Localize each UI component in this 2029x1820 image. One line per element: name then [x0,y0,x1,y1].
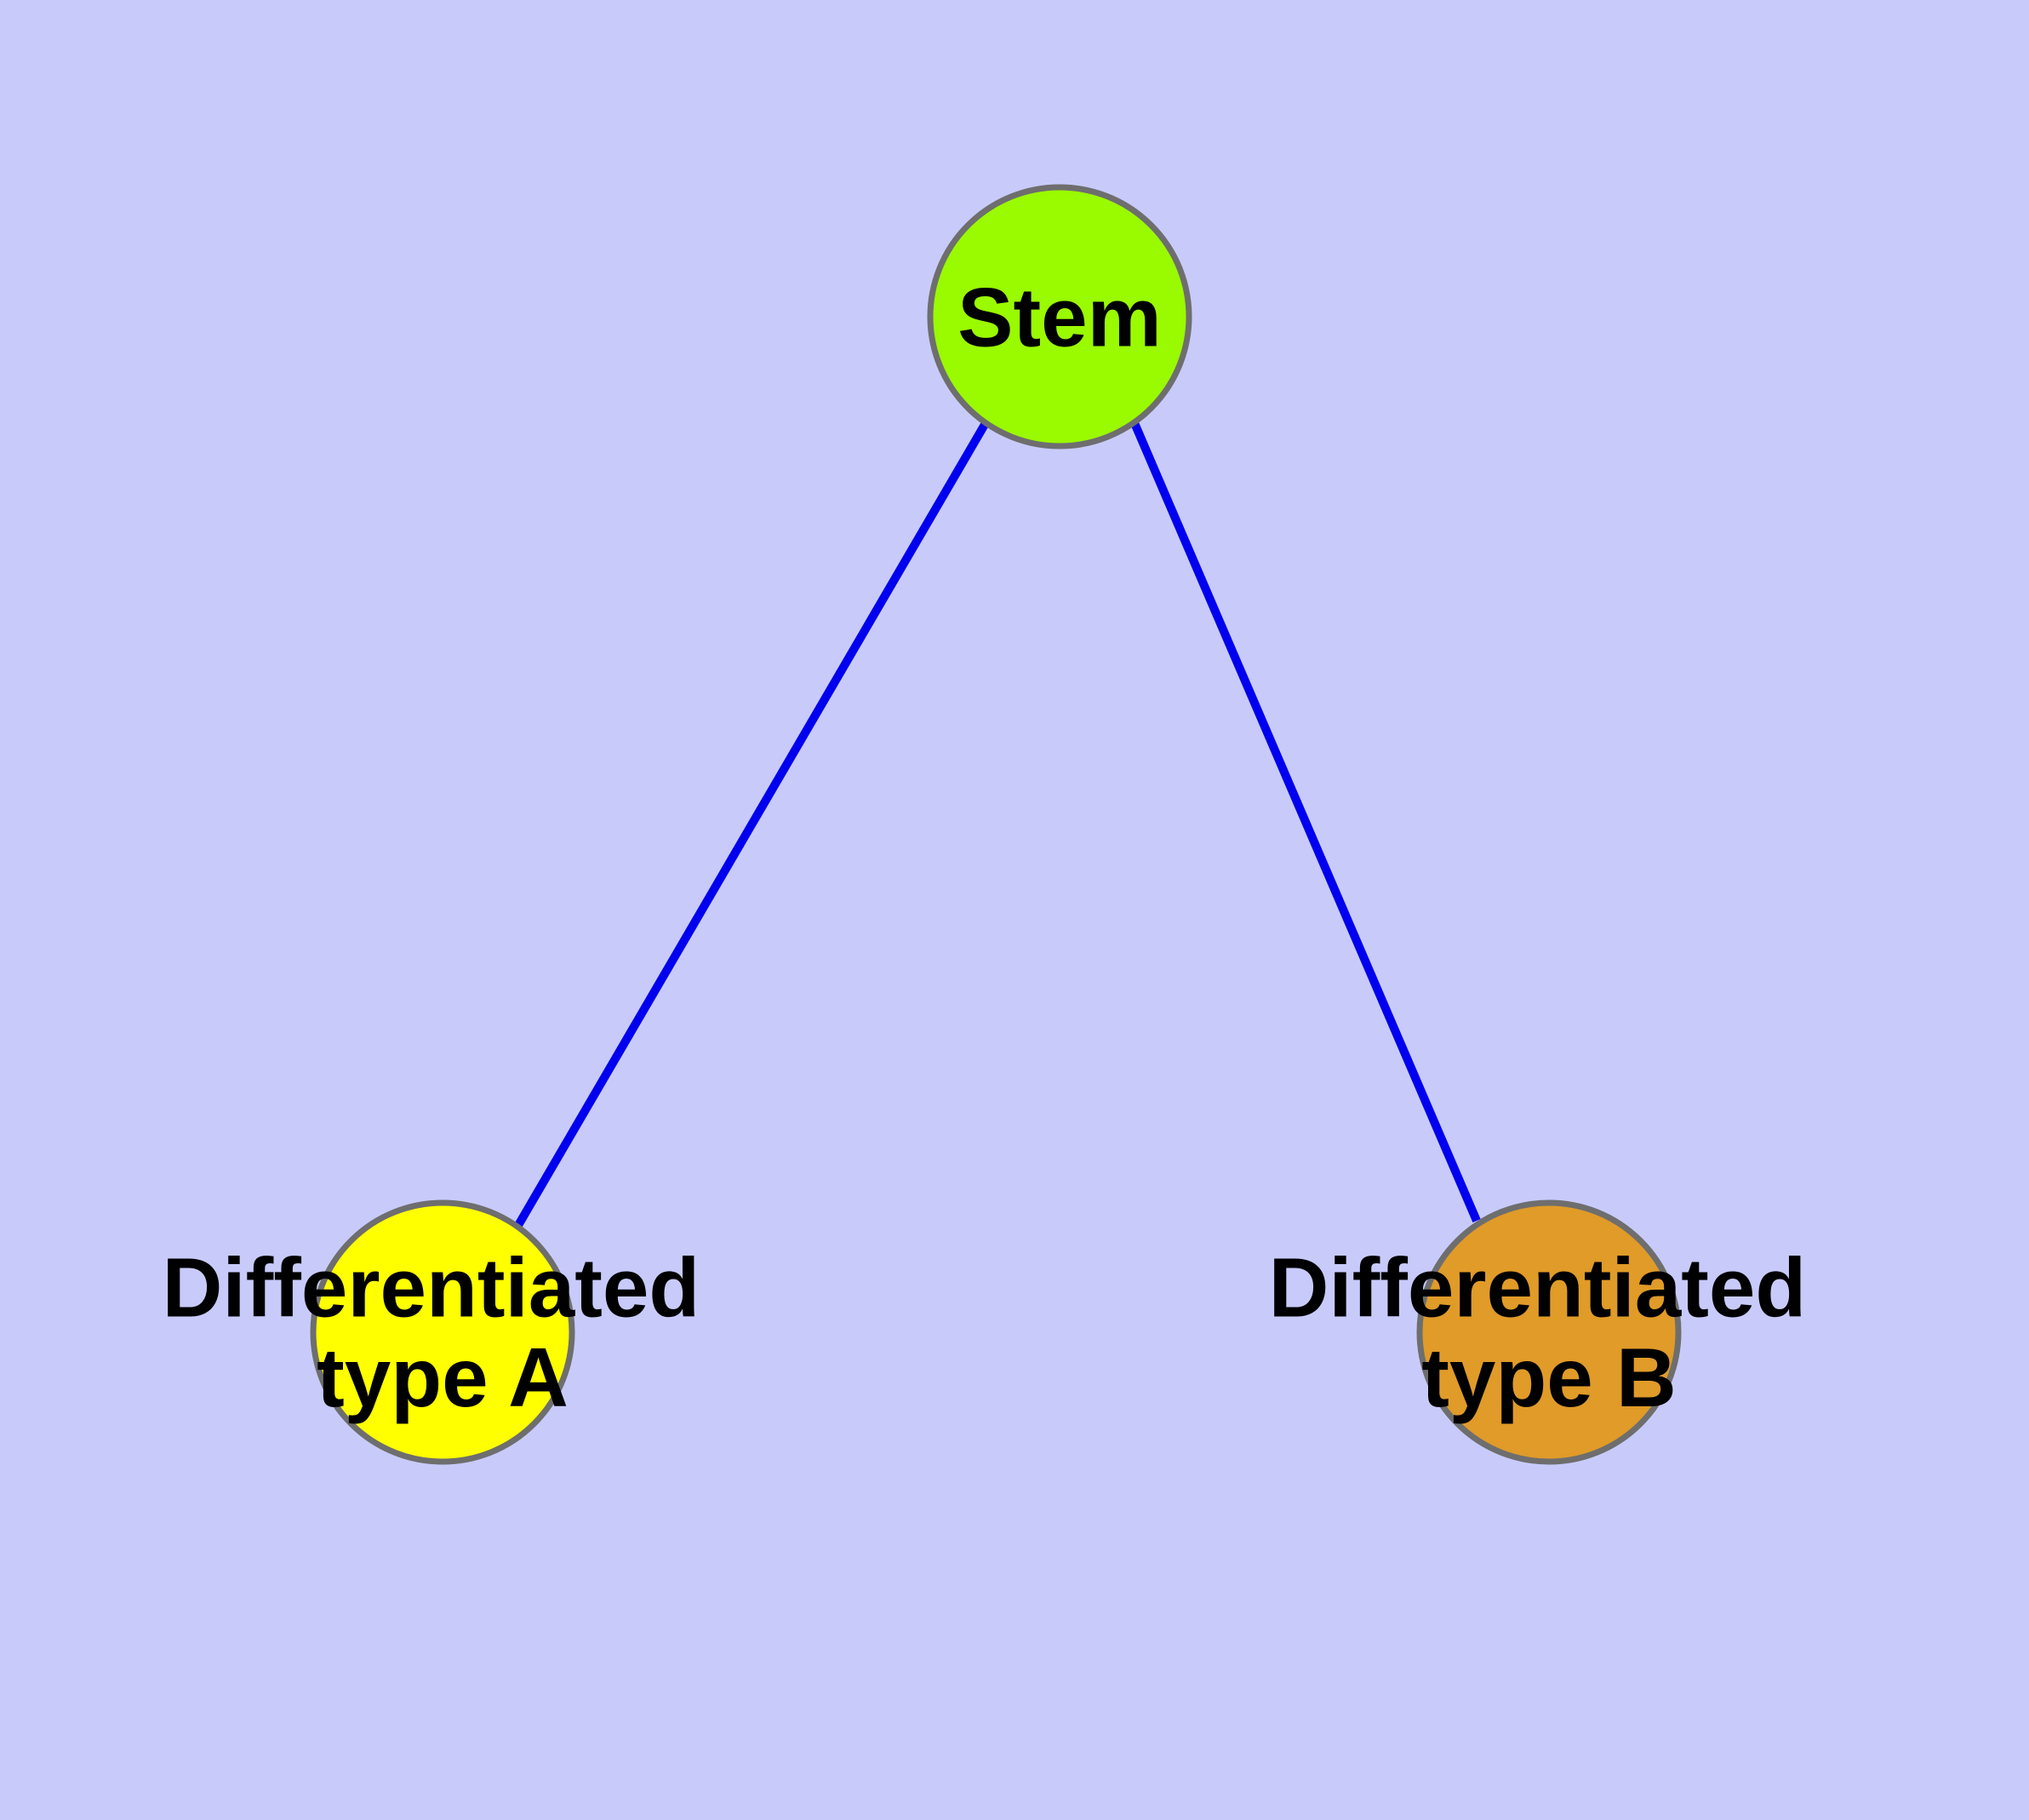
nodes-layer: Stem Differentiated type A Differentiate… [163,184,1830,1465]
node-differentiated-type-b-label-line-1: Differentiated [1269,1240,1807,1334]
node-differentiated-type-a-label: Differentiated type A [163,1240,723,1424]
edge-stem-to-differentiated-b [1130,421,1481,1222]
node-differentiated-type-b-circle[interactable] [1416,1199,1682,1465]
node-differentiated-type-a-label-line-1: Differentiated [163,1240,700,1334]
edge-stem-to-differentiated-a [513,421,990,1229]
node-differentiated-type-a-label-line-2: type A [317,1331,569,1424]
node-stem-label: Stem [957,270,1162,363]
node-stem-label-line-1: Stem [957,270,1162,363]
node-stem-circle[interactable] [927,184,1192,449]
node-differentiated-type-b[interactable]: Differentiated type B [1269,1199,1830,1465]
node-differentiated-type-b-label: Differentiated type B [1269,1240,1830,1424]
node-differentiated-type-b-label-line-2: type B [1421,1331,1677,1424]
node-differentiated-type-a-circle[interactable] [310,1199,575,1465]
edges-layer [513,421,1481,1229]
node-differentiated-type-a[interactable]: Differentiated type A [163,1199,723,1465]
node-stem[interactable]: Stem [927,184,1192,449]
